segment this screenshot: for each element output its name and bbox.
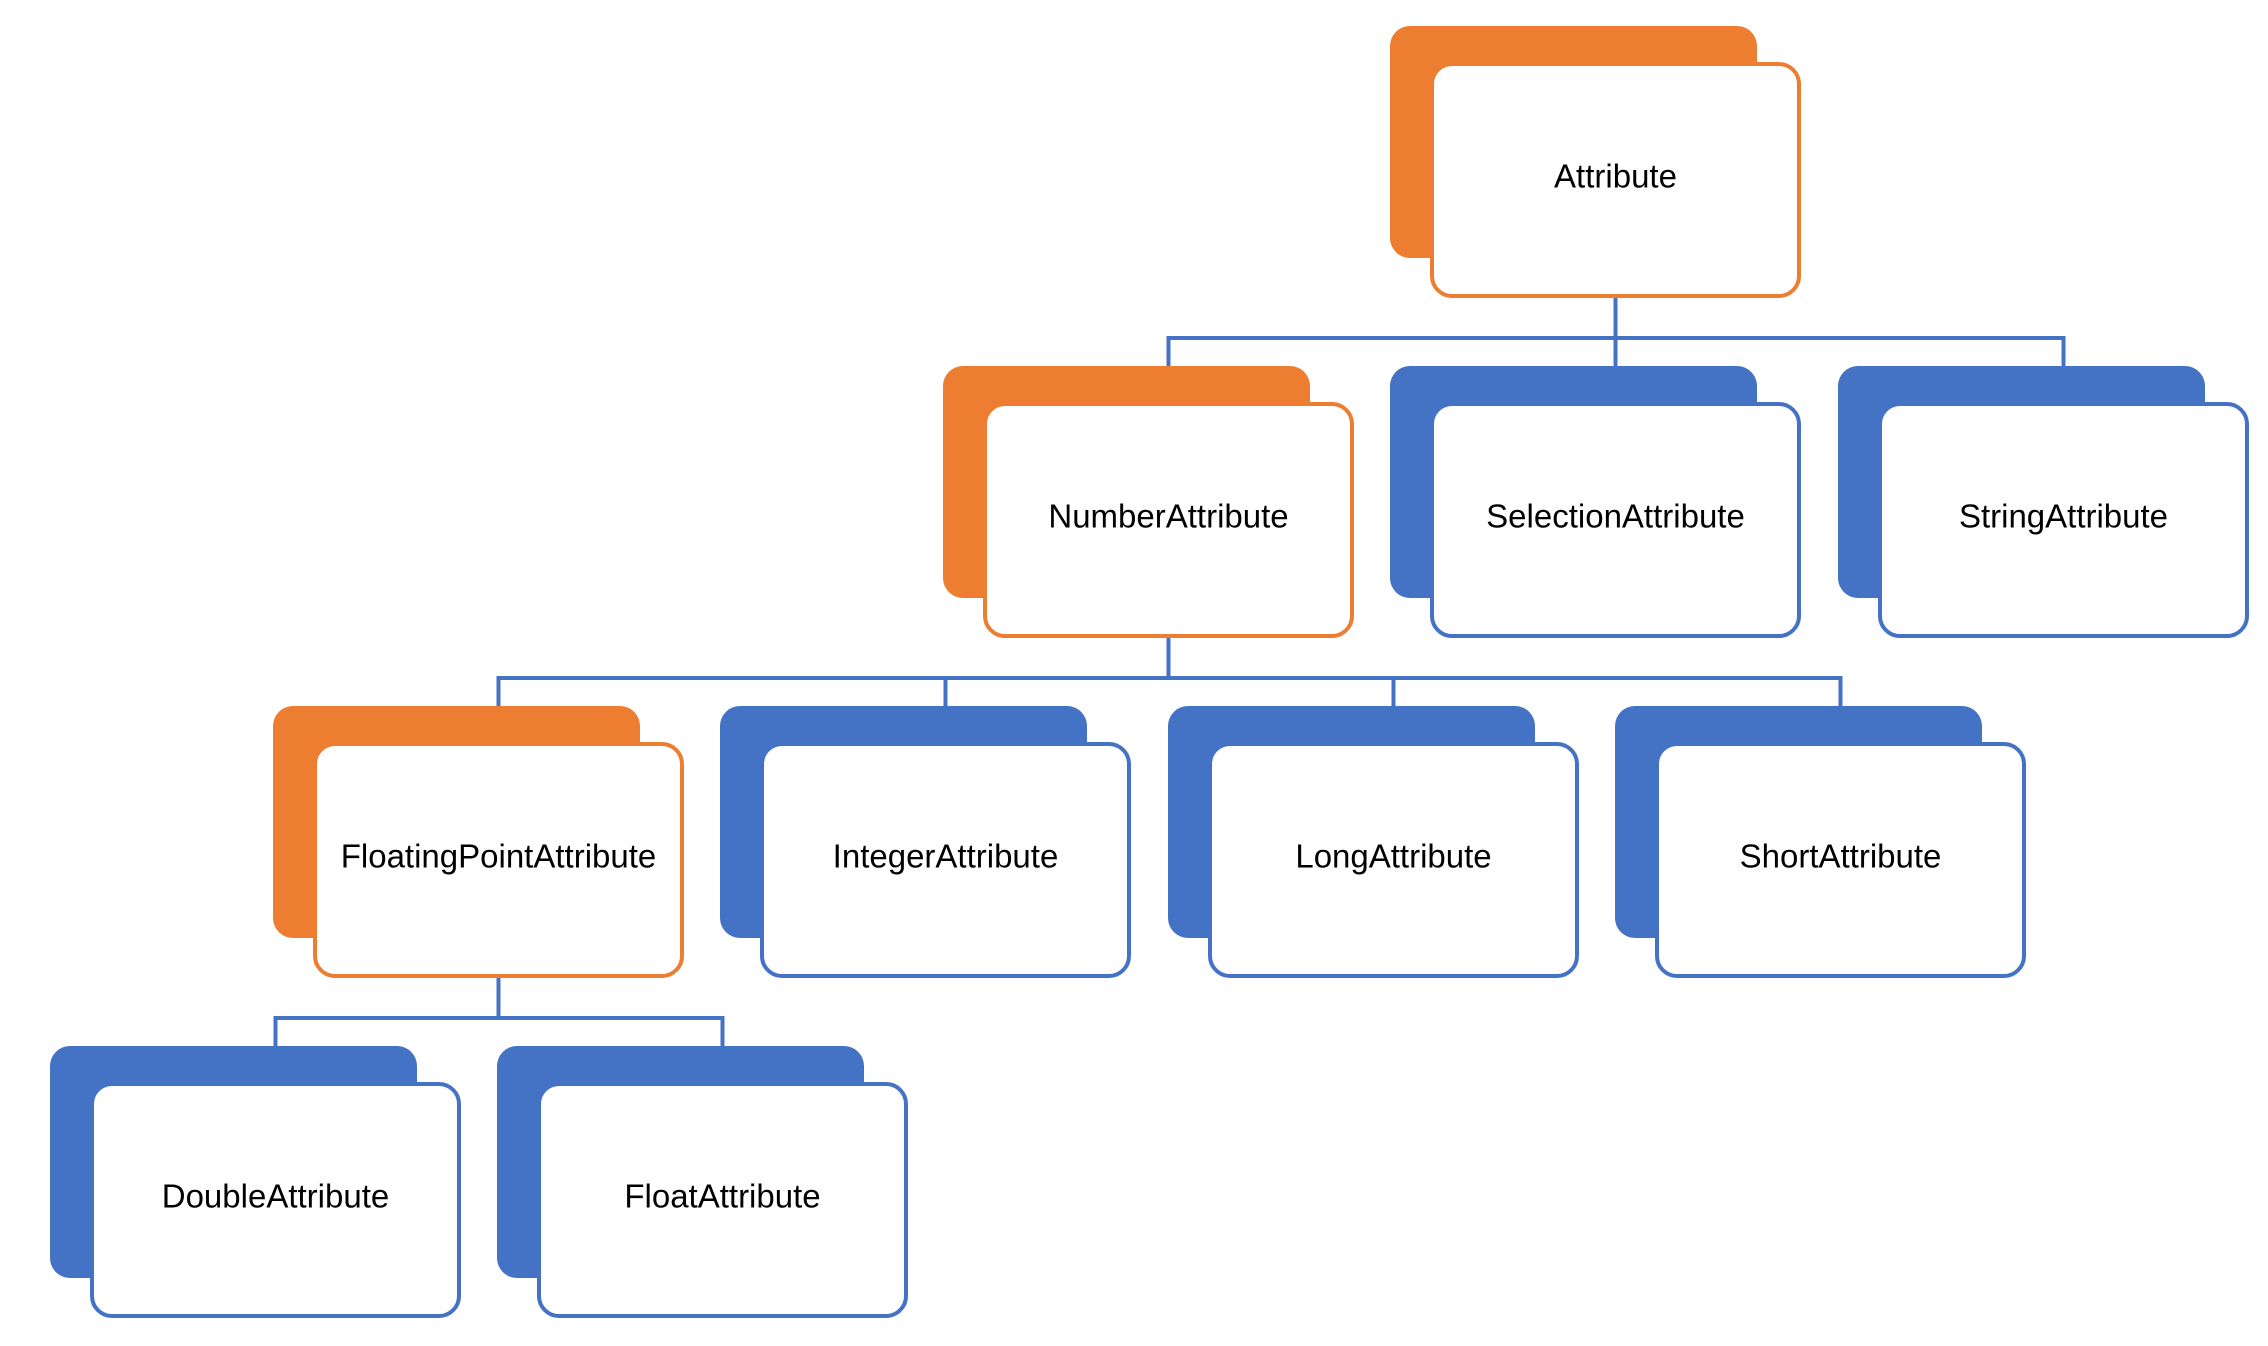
node-box: [983, 402, 1354, 638]
number-attribute-children-connector: [496, 634, 1843, 708]
node-selection-attribute: SelectionAttribute: [1390, 366, 1801, 638]
node-float-attribute: FloatAttribute: [497, 1046, 908, 1318]
node-box: [760, 742, 1131, 978]
floating-point-attribute-children-connector: [273, 974, 725, 1048]
node-box: [1878, 402, 2249, 638]
node-string-attribute: StringAttribute: [1838, 366, 2249, 638]
node-label: FloatingPointAttribute: [341, 838, 657, 875]
node-label: NumberAttribute: [1048, 498, 1288, 535]
node-label: FloatAttribute: [624, 1178, 820, 1215]
node-box: [90, 1082, 461, 1318]
node-box: [313, 742, 684, 978]
node-box: [1655, 742, 2026, 978]
node-integer-attribute: IntegerAttribute: [720, 706, 1131, 978]
node-label: SelectionAttribute: [1486, 498, 1745, 535]
node-floating-point-attribute: FloatingPointAttribute: [273, 706, 684, 978]
node-box: [1430, 402, 1801, 638]
node-double-attribute: DoubleAttribute: [50, 1046, 461, 1318]
node-label: Attribute: [1554, 158, 1677, 195]
node-label: IntegerAttribute: [833, 838, 1059, 875]
node-box: [1208, 742, 1579, 978]
node-attribute: Attribute: [1390, 26, 1801, 298]
node-box: [1430, 62, 1801, 298]
connectors: [273, 294, 2066, 1048]
node-label: LongAttribute: [1295, 838, 1491, 875]
node-label: DoubleAttribute: [162, 1178, 389, 1215]
attribute-children-connector: [1166, 294, 2066, 368]
node-box: [537, 1082, 908, 1318]
node-long-attribute: LongAttribute: [1168, 706, 1579, 978]
node-number-attribute: NumberAttribute: [943, 366, 1354, 638]
node-short-attribute: ShortAttribute: [1615, 706, 2026, 978]
node-label: ShortAttribute: [1740, 838, 1942, 875]
node-label: StringAttribute: [1959, 498, 2168, 535]
